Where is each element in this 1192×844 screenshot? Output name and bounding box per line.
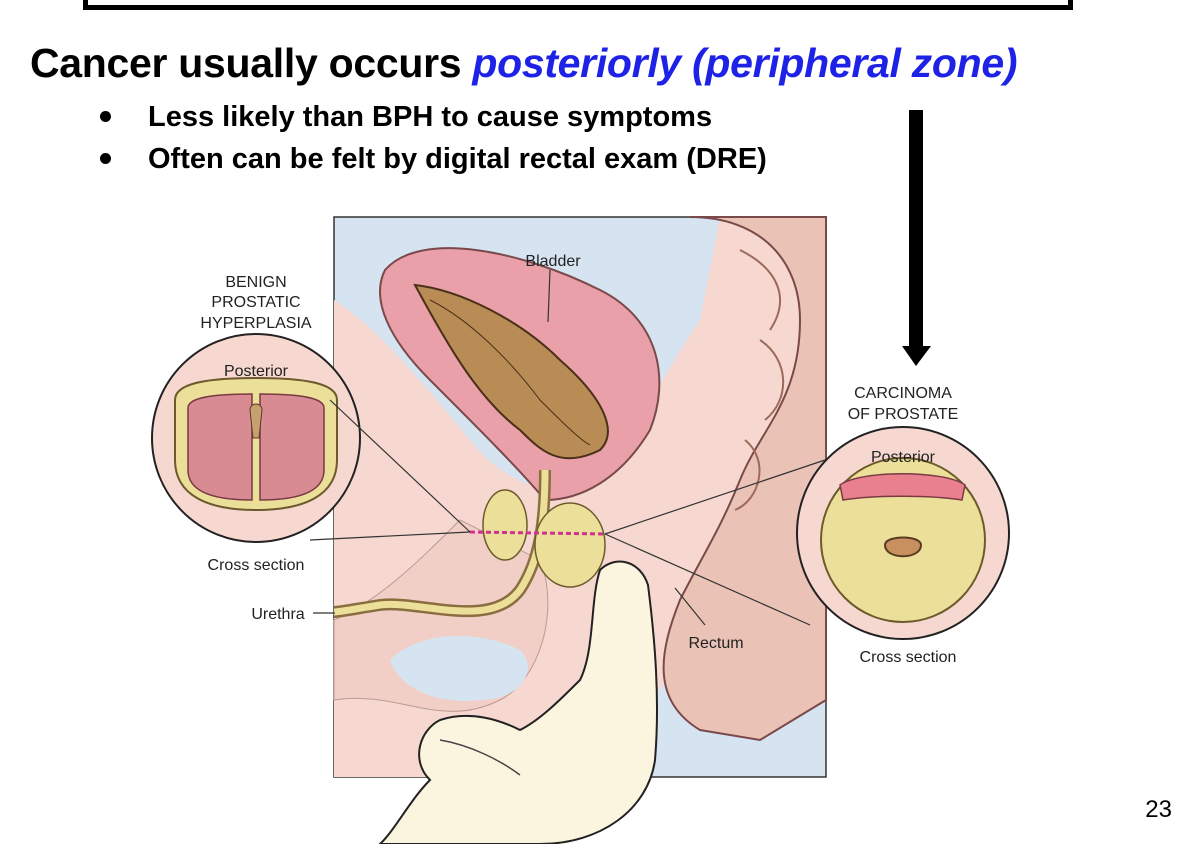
slide-headline: Cancer usually occurs posteriorly (perip… xyxy=(30,40,1018,87)
carcinoma-posterior-label: Posterior xyxy=(871,449,936,466)
top-box-border xyxy=(83,0,1073,10)
bullet-text: Often can be felt by digital rectal exam… xyxy=(148,143,767,175)
rectum-label: Rectum xyxy=(688,635,743,652)
headline-highlight: posteriorly (peripheral zone) xyxy=(472,40,1018,86)
bph-posterior-label: Posterior xyxy=(224,363,289,380)
urethra-label: Urethra xyxy=(251,606,304,623)
carcinoma-cross-section-label: Cross section xyxy=(860,649,957,666)
sagittal-panel xyxy=(333,216,827,844)
bullet-list: Less likely than BPH to cause symptoms O… xyxy=(100,96,767,180)
page-number: 23 xyxy=(1145,796,1172,823)
bullet-item: Often can be felt by digital rectal exam… xyxy=(100,138,767,180)
leader-lines xyxy=(309,269,826,626)
bph-title-line-3: HYPERPLASIA xyxy=(200,315,311,332)
bullet-dot xyxy=(100,153,111,164)
bph-title-line-1: BENIGN xyxy=(225,274,286,291)
bullet-dot xyxy=(100,111,111,122)
carcinoma-cross-section xyxy=(796,426,1010,640)
carcinoma-title-line-1: CARCINOMA xyxy=(854,385,952,402)
bph-cross-section-label: Cross section xyxy=(208,557,305,574)
bph-title-line-2: PROSTATIC xyxy=(211,294,300,311)
bullet-text: Less likely than BPH to cause symptoms xyxy=(148,101,713,133)
headline-prefix: Cancer usually occurs xyxy=(30,40,473,86)
bph-cross-section xyxy=(151,333,361,543)
down-arrow xyxy=(902,110,931,366)
bullet-item: Less likely than BPH to cause symptoms xyxy=(100,96,767,138)
bladder-label: Bladder xyxy=(525,253,581,270)
carcinoma-title-line-2: OF PROSTATE xyxy=(848,406,959,423)
